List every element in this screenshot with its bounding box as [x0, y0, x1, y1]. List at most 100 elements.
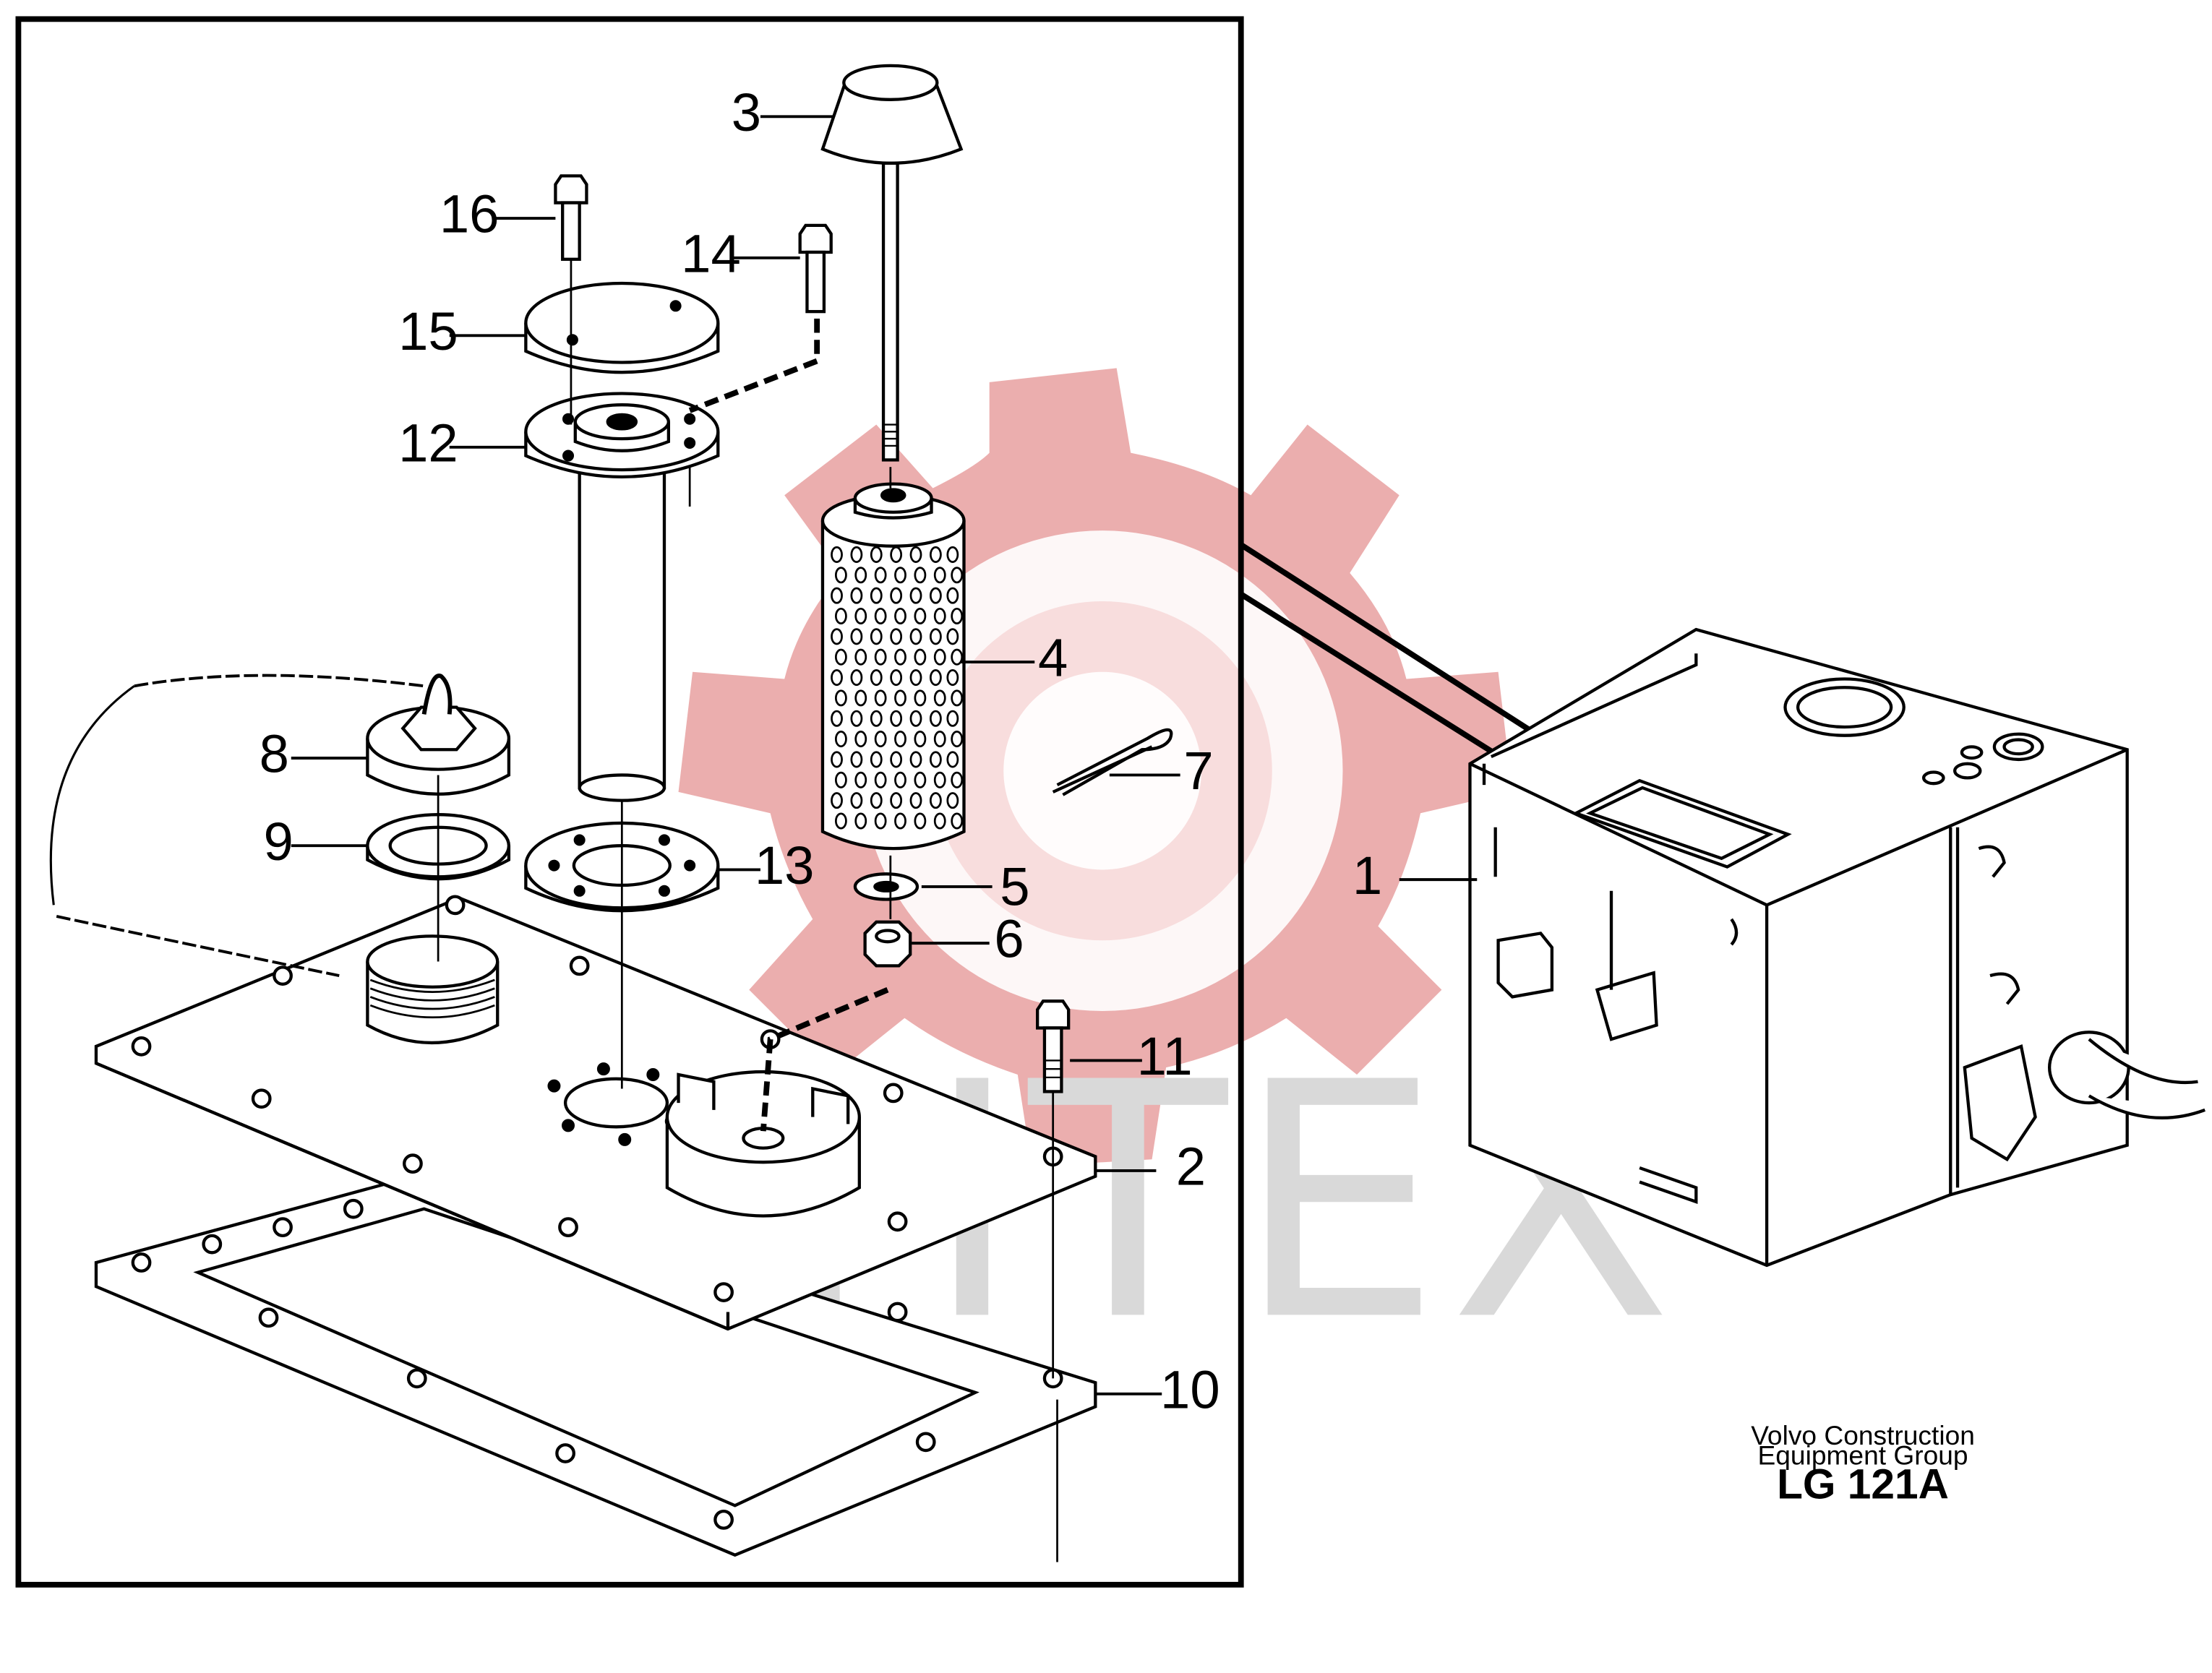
filter-perforation	[854, 689, 867, 707]
callout-2: 2	[1176, 1137, 1206, 1197]
filter-perforation	[831, 628, 843, 645]
filter-perforation	[929, 668, 942, 687]
callout-6: 6	[994, 909, 1024, 969]
filter-perforation	[854, 567, 867, 584]
filter-perforation	[874, 731, 887, 748]
filter-perforation	[831, 792, 843, 809]
filter-perforation	[854, 771, 867, 788]
filler-neck	[366, 934, 500, 1045]
filter-perforation	[834, 567, 847, 584]
filter-perforation	[834, 648, 847, 666]
filter-perforation	[890, 628, 903, 645]
callout-leaders	[291, 115, 1478, 1395]
filter-perforation	[890, 546, 903, 563]
filter-perforation	[929, 628, 942, 645]
filter-perforation	[929, 710, 942, 727]
callout-11: 11	[1137, 1026, 1193, 1086]
filter-perforation	[831, 546, 843, 563]
filter-perforation	[951, 731, 964, 748]
callout-7: 7	[1183, 741, 1213, 801]
filter-perforation	[909, 751, 922, 768]
filter-perforation	[894, 771, 906, 788]
filter-perforation	[874, 689, 887, 707]
filter-perforation	[874, 812, 887, 830]
filter-perforation	[894, 607, 906, 625]
filter-perforation	[946, 546, 959, 563]
filter-perforation	[870, 751, 883, 768]
filter-perforation	[933, 648, 946, 666]
filter-perforation	[831, 751, 843, 768]
callout-14: 14	[681, 223, 741, 283]
filter-perforation	[850, 668, 863, 687]
filter-perforation	[874, 648, 887, 666]
filter-perforation	[894, 567, 906, 584]
part-15-top-cover	[524, 281, 720, 374]
filter-perforation	[831, 587, 843, 604]
part-11-screw	[1036, 999, 1071, 1093]
callout-labels: 1 2 3 4 5 6 7 8 9 10 11 12 13 14 15 16	[260, 82, 1383, 1420]
part-16-screw	[554, 174, 588, 261]
filter-perforation	[874, 771, 887, 788]
part-10-gasket	[94, 1171, 1097, 1557]
filter-perforation	[909, 710, 922, 727]
filter-perforation	[894, 731, 906, 748]
filter-perforation	[909, 792, 922, 809]
filter-perforation	[929, 792, 942, 809]
drawing-credit: Volvo Construction Equipment Group LG 12…	[1751, 1420, 1975, 1508]
figure-id: LG 121A	[1777, 1461, 1949, 1508]
callout-13: 13	[755, 835, 815, 895]
filter-perforation	[933, 689, 946, 707]
callout-8: 8	[260, 724, 289, 784]
filter-perforation	[933, 607, 946, 625]
filter-perforation	[850, 546, 863, 563]
filter-perforation	[850, 587, 863, 604]
detail-frame	[15, 16, 1244, 1588]
filter-perforation	[894, 812, 906, 830]
filter-perforation	[834, 607, 847, 625]
filter-perforation	[933, 731, 946, 748]
filter-perforation	[870, 546, 883, 563]
filter-perforation	[850, 710, 863, 727]
filter-perforation	[951, 812, 964, 830]
filter-perforation	[914, 607, 927, 625]
filter-perforation	[909, 587, 922, 604]
filter-perforation	[909, 628, 922, 645]
part-2-cover-plate	[94, 895, 1097, 1331]
filter-perforation	[914, 648, 927, 666]
filter-perforation	[914, 812, 927, 830]
filter-perforation	[946, 710, 959, 727]
filter-perforation	[951, 771, 964, 788]
filter-perforation	[834, 771, 847, 788]
filter-perforation	[894, 648, 906, 666]
filter-perforation	[831, 668, 843, 687]
filter-perforation	[946, 751, 959, 768]
callout-15: 15	[398, 301, 458, 361]
filter-perforation	[870, 668, 883, 687]
filter-perforation	[914, 567, 927, 584]
filter-perforation	[850, 792, 863, 809]
filter-perforation	[946, 668, 959, 687]
filter-perforation	[831, 710, 843, 727]
filter-perforation	[870, 628, 883, 645]
credit-line-2: Equipment Group	[1757, 1440, 1968, 1471]
filter-perforation	[890, 792, 903, 809]
strainer-basket	[665, 1070, 861, 1218]
filter-perforation	[951, 567, 964, 584]
callout-9: 9	[264, 812, 293, 872]
callout-12: 12	[398, 413, 458, 473]
callout-1: 1	[1353, 846, 1382, 906]
filter-perforation	[933, 812, 946, 830]
filter-perforation	[894, 689, 906, 707]
filter-perforation	[854, 648, 867, 666]
filter-perforation	[951, 607, 964, 625]
alignment-lines	[437, 259, 1058, 1562]
filter-perforation	[870, 587, 883, 604]
filter-perforation	[946, 587, 959, 604]
filter-perforation	[909, 668, 922, 687]
chain	[49, 674, 424, 978]
filter-perforation	[834, 689, 847, 707]
filter-perforation	[870, 710, 883, 727]
callout-5: 5	[1000, 856, 1029, 916]
filter-perforation	[870, 792, 883, 809]
